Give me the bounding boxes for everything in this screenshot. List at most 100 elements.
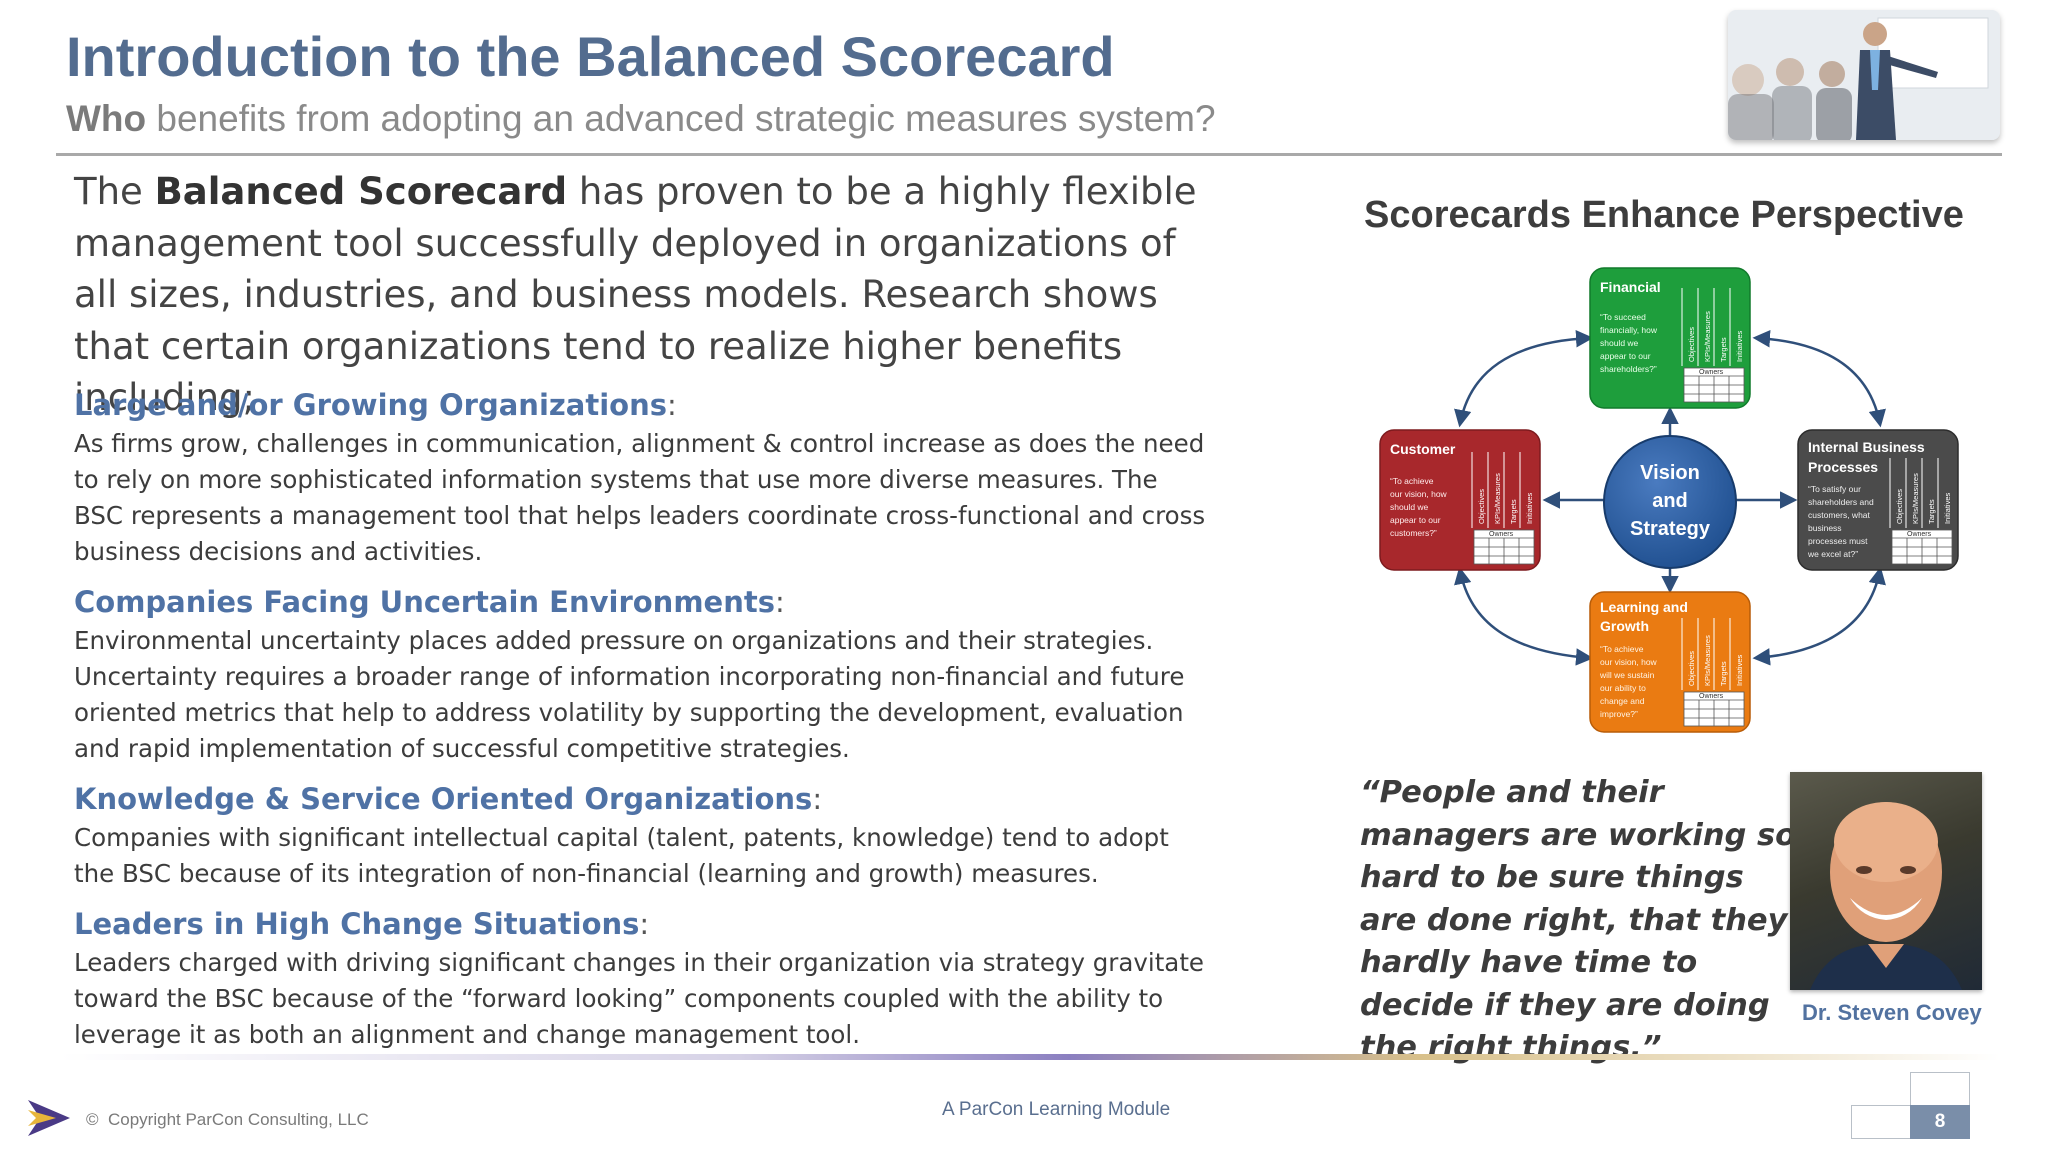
column-label-initiatives: Initiatives bbox=[1735, 654, 1744, 686]
covey-quote: “People and their managers are working s… bbox=[1360, 775, 1797, 1065]
owners-label: Owners bbox=[1907, 531, 1932, 538]
column-label-objectives: Objectives bbox=[1687, 651, 1696, 686]
copyright-notice: © Copyright ParCon Consulting, LLC bbox=[86, 1110, 369, 1130]
page-number-frame-top bbox=[1910, 1072, 1970, 1107]
section-heading-high-change: Leaders in High Change Situations: bbox=[74, 907, 649, 941]
section-heading-text: Large and/or Growing Organizations bbox=[74, 388, 667, 422]
diagram-title: Scorecards Enhance Perspective bbox=[1364, 194, 1964, 236]
parcon-star-arrow-icon bbox=[28, 1100, 70, 1136]
internal-owners-grid: Owners bbox=[1891, 529, 1953, 565]
owners-label: Owners bbox=[1699, 693, 1724, 700]
section-body-knowledge: Companies with significant intellectual … bbox=[74, 823, 1169, 888]
section-heading-colon: : bbox=[774, 585, 785, 619]
title-divider bbox=[56, 153, 2002, 156]
curve-arrow-internal-learning bbox=[1752, 566, 1886, 666]
owners-label: Owners bbox=[1489, 531, 1514, 538]
customer-question-line: “To achieve bbox=[1390, 476, 1434, 486]
column-label-targets: Targets bbox=[1509, 499, 1518, 524]
customer-question-line: customers?” bbox=[1390, 528, 1437, 538]
column-label-objectives: Objectives bbox=[1477, 489, 1486, 524]
internal-question-line: we excel at?” bbox=[1807, 549, 1858, 559]
footer-gradient-rule bbox=[60, 1054, 2000, 1060]
financial-title: Financial bbox=[1600, 279, 1661, 295]
financial-question-line: appear to our bbox=[1600, 351, 1651, 361]
column-label-objectives: Objectives bbox=[1687, 327, 1696, 362]
column-label-targets: Targets bbox=[1927, 499, 1936, 524]
column-label-kpis: KPIs/Measures bbox=[1703, 635, 1712, 686]
copyright-symbol: © bbox=[86, 1110, 99, 1129]
financial-question-line: financially, how bbox=[1600, 325, 1658, 335]
learning-measure-columns: Objectives KPIs/Measures Targets Initiat… bbox=[1681, 618, 1744, 690]
financial-question-line: shareholders?” bbox=[1600, 364, 1657, 374]
learning-owners-grid: Owners bbox=[1683, 691, 1745, 727]
page-subtitle: Who benefits from adopting an advanced s… bbox=[66, 98, 1216, 140]
section-heading-large-growing: Large and/or Growing Organizations: bbox=[74, 388, 677, 422]
copyright-text: Copyright ParCon Consulting, LLC bbox=[107, 1110, 369, 1129]
financial-question-line: should we bbox=[1600, 338, 1639, 348]
header-presenter-photo bbox=[1728, 10, 2000, 140]
column-label-kpis: KPIs/Measures bbox=[1703, 311, 1712, 362]
owners-label: Owners bbox=[1699, 369, 1724, 376]
learning-question-line: “To achieve bbox=[1600, 644, 1644, 654]
intro-bold-term: Balanced Scorecard bbox=[154, 170, 568, 213]
center-text-line: Strategy bbox=[1630, 518, 1711, 540]
internal-question-line: “To satisfy our bbox=[1808, 484, 1861, 494]
module-label: A ParCon Learning Module bbox=[942, 1099, 1171, 1120]
author-portrait bbox=[1790, 772, 1982, 990]
subtitle-lead: Who bbox=[66, 98, 147, 139]
column-label-kpis: KPIs/Measures bbox=[1493, 473, 1502, 524]
column-label-initiatives: Initiatives bbox=[1735, 330, 1744, 362]
perspective-box-learning-growth: Learning and Growth “To achieve our visi… bbox=[1589, 591, 1751, 733]
portrait-illustration bbox=[1810, 802, 1962, 990]
column-label-objectives: Objectives bbox=[1895, 489, 1904, 524]
financial-owners-grid: Owners bbox=[1683, 367, 1745, 403]
section-body-uncertain: Environmental uncertainty places added p… bbox=[74, 626, 1185, 763]
customer-title: Customer bbox=[1390, 441, 1456, 457]
section-body-large-growing: As firms grow, challenges in communicati… bbox=[74, 429, 1206, 566]
balanced-scorecard-diagram: Financial “To succeed financially, how s… bbox=[1379, 267, 1959, 733]
internal-question-line: customers, what bbox=[1808, 510, 1871, 520]
financial-measure-columns: Objectives KPIs/Measures Targets Initiat… bbox=[1681, 288, 1744, 366]
section-heading-text: Companies Facing Uncertain Environments bbox=[74, 585, 775, 619]
intro-part1: The bbox=[74, 170, 155, 213]
page-title: Introduction to the Balanced Scorecard bbox=[66, 25, 1115, 88]
section-heading-text: Knowledge & Service Oriented Organizatio… bbox=[74, 782, 813, 816]
subtitle-rest: benefits from adopting an advanced strat… bbox=[146, 98, 1216, 139]
section-heading-uncertain: Companies Facing Uncertain Environments: bbox=[74, 585, 785, 619]
internal-title-line: Processes bbox=[1808, 459, 1878, 475]
learning-title-line: Growth bbox=[1600, 618, 1649, 634]
perspective-box-customer: Customer “To achieve our vision, how sho… bbox=[1379, 429, 1541, 571]
customer-owners-grid: Owners bbox=[1473, 529, 1535, 565]
customer-question-line: our vision, how bbox=[1390, 489, 1448, 499]
learning-question-line: improve?” bbox=[1600, 709, 1638, 719]
curve-arrow-learning-customer bbox=[1454, 566, 1594, 666]
internal-title-line: Internal Business bbox=[1808, 439, 1925, 455]
section-heading-colon: : bbox=[812, 782, 823, 816]
learning-title-line: Learning and bbox=[1600, 599, 1688, 615]
section-body-high-change: Leaders charged with driving significant… bbox=[74, 948, 1205, 1049]
page-number: 8 bbox=[1910, 1105, 1970, 1139]
curve-arrow-financial-internal bbox=[1752, 330, 1886, 428]
presenter-illustration bbox=[1728, 10, 2000, 140]
learning-question-line: our vision, how bbox=[1600, 657, 1658, 667]
financial-question-line: “To succeed bbox=[1600, 312, 1646, 322]
section-heading-colon: : bbox=[666, 388, 677, 422]
learning-question-line: will we sustain bbox=[1599, 670, 1655, 680]
intro-paragraph: The Balanced Scorecard has proven to be … bbox=[74, 166, 1204, 424]
internal-question-line: processes must bbox=[1808, 536, 1868, 546]
column-label-initiatives: Initiatives bbox=[1525, 492, 1534, 524]
vision-strategy-center: Vision and Strategy bbox=[1603, 435, 1737, 569]
curve-arrow-customer-financial bbox=[1454, 329, 1594, 428]
section-heading-text: Leaders in High Change Situations bbox=[74, 907, 640, 941]
section-heading-colon: : bbox=[639, 907, 650, 941]
quote-author-caption: Dr. Steven Covey bbox=[1802, 1000, 1982, 1025]
column-label-kpis: KPIs/Measures bbox=[1911, 473, 1920, 524]
column-label-initiatives: Initiatives bbox=[1943, 492, 1952, 524]
section-heading-knowledge: Knowledge & Service Oriented Organizatio… bbox=[74, 782, 822, 816]
intro-part2: has proven to be a highly flexible manag… bbox=[74, 170, 1197, 419]
perspective-box-internal-processes: Internal Business Processes “To satisfy … bbox=[1797, 429, 1959, 571]
center-text-line: Vision bbox=[1640, 462, 1700, 484]
customer-question-line: should we bbox=[1390, 502, 1429, 512]
learning-question-line: our ability to bbox=[1600, 683, 1646, 693]
customer-measure-columns: Objectives KPIs/Measures Targets Initiat… bbox=[1471, 452, 1534, 528]
